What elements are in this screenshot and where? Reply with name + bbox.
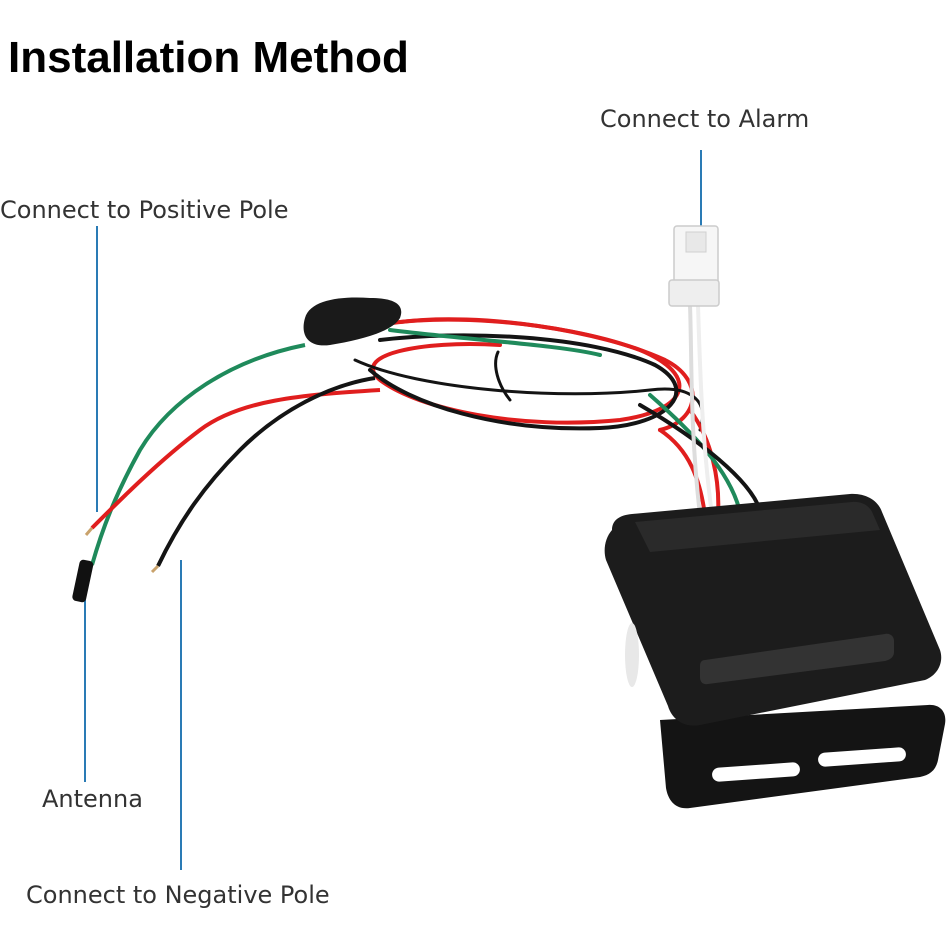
alarm-module-box	[604, 493, 946, 809]
wire-bundle	[353, 303, 762, 517]
label-connect-to-positive-pole: Connect to Positive Pole	[0, 196, 289, 224]
label-connect-to-negative-pole: Connect to Negative Pole	[26, 881, 330, 909]
alarm-connector	[668, 225, 720, 307]
antenna-end-cap	[72, 559, 94, 603]
wire-red-positive	[90, 388, 381, 530]
inline-fuse-holder	[303, 297, 402, 346]
page-title: Installation Method	[8, 33, 409, 82]
wire-tip-negative	[150, 564, 160, 574]
label-antenna: Antenna	[42, 785, 143, 813]
wire-green-antenna	[90, 343, 306, 566]
label-connect-to-alarm: Connect to Alarm	[600, 105, 810, 133]
wire-black-negative	[156, 376, 376, 567]
wire-tip-positive	[84, 527, 94, 536]
leader-lines	[84, 150, 702, 870]
